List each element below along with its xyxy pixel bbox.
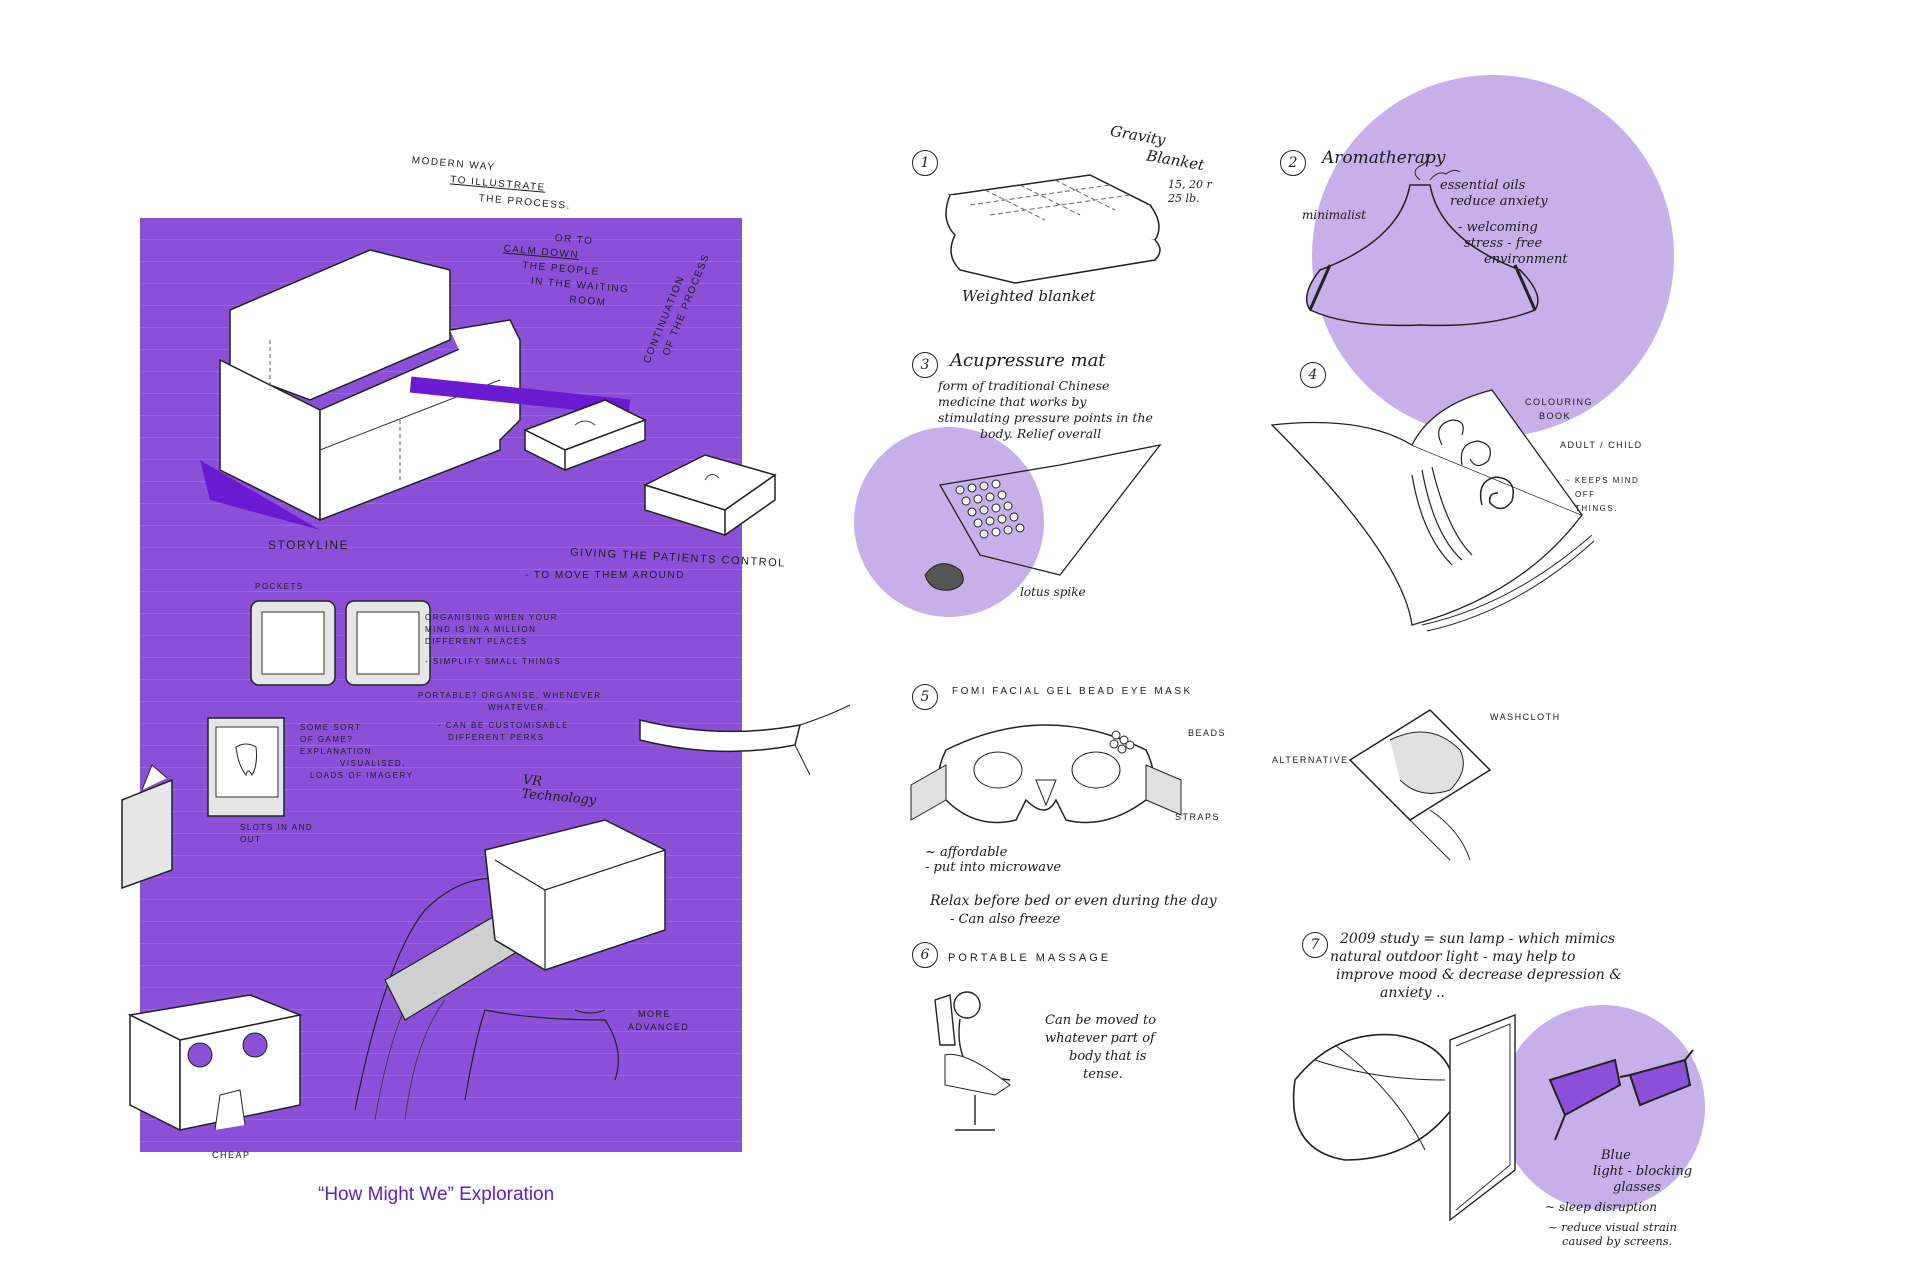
note-organising-2: MIND IS IN A MILLION [425,625,537,634]
item-number-1: 1 [912,150,938,176]
reduce-anxiety-label: reduce anxiety [1450,194,1548,209]
acupressure-mat-sketch-icon [920,445,1165,605]
beads-label: BEADS [1188,728,1227,738]
moved-label-3: body that is [1069,1049,1147,1064]
footstool-sketch-icon [515,390,655,500]
welcoming-label: - welcoming [1458,220,1538,235]
note-storyline: STORYLINE [268,538,350,552]
light-blocking-label: light - blocking [1593,1164,1693,1179]
tooth-card-sketch-icon [198,715,288,820]
acupressure-desc-1: form of traditional Chinese [938,378,1110,393]
note-slots-2: OUT [240,835,262,844]
note-pockets: POCKETS [255,582,304,591]
adult-child-label: ADULT / CHILD [1560,440,1643,450]
microwave-label: - put into microwave [925,860,1062,875]
sleep-disruption-label: ~ sleep disruption [1545,1200,1658,1214]
note-advanced: ADVANCED [628,1022,690,1032]
highlight-circle-glasses [1500,1005,1705,1210]
note-simplify: - SIMPLIFY SMALL THINGS [425,657,562,666]
item-number-5: 5 [912,684,938,710]
book-label: BOOK [1539,411,1572,421]
massage-chair-sketch-icon [915,985,1035,1135]
essential-oils-label: essential oils [1440,178,1526,193]
environment-label: environment [1484,252,1568,267]
freeze-label: - Can also freeze [950,912,1061,927]
relax-label: Relax before bed or even during the day [930,893,1217,909]
blanket-weights-1: 15, 20 r [1168,178,1212,191]
washcloth-sketch-icon [1340,700,1515,865]
washcloth-label: WASHCLOTH [1490,712,1561,722]
weighted-blanket-label: Weighted blanket [962,287,1096,305]
straps-label: STRAPS [1175,812,1221,822]
vr-headset-sketch-icon [345,800,695,1130]
colouring-label: COLOURING [1525,397,1594,407]
screens-label: caused by screens. [1562,1234,1673,1248]
study-line-1: 2009 study = sun lamp - which mimics [1340,931,1616,947]
note-customisable-2: DIFFERENT PERKS [448,733,545,742]
note-more: MORE [638,1009,671,1019]
note-slots-1: SLOTS IN AND [240,823,314,832]
pocket-sketch-icon-2 [343,598,433,688]
note-organising-1: ORGANISING WHEN YOUR [425,613,558,622]
blue-label: Blue [1601,1148,1631,1163]
note-customisable-1: - CAN BE CUSTOMISABLE [438,721,569,730]
pocket-sketch-icon [248,598,338,688]
minimalist-label: minimalist [1302,208,1366,222]
off-label: OFF [1575,490,1596,499]
note-some-sort-2: OF GAME? [300,735,354,744]
blue-light-glasses-sketch-icon [1545,1055,1695,1145]
note-visualised-1: VISUALISED, [340,759,406,768]
acupressure-desc-3: stimulating pressure points in the [938,410,1153,425]
item-number-2: 2 [1280,150,1306,176]
visual-strain-label: ~ reduce visual strain [1548,1220,1677,1234]
affordable-label: ~ affordable [925,845,1008,860]
study-line-3: improve mood & decrease depression & [1336,967,1622,983]
study-line-4: anxiety .. [1380,985,1445,1001]
glasses-label: glasses [1613,1180,1661,1195]
sofa-sketch-icon [200,230,530,530]
item-number-7: 7 [1302,932,1328,958]
footstool-sketch-icon-2 [635,440,785,550]
aromatherapy-label: Aromatherapy [1322,148,1446,168]
card-holder-sketch-icon [112,770,182,890]
stress-free-label: stress - free [1464,236,1543,251]
acupressure-desc-4: body. Relief overall [980,426,1102,441]
moved-label-1: Can be moved to [1045,1013,1157,1028]
note-portable-1: PORTABLE? ORGANISE, WHENEVER [418,691,602,700]
blanket-weights-2: 25 lb. [1168,192,1200,205]
note-portable-2: WHATEVER. [488,703,549,712]
exploration-caption: “How Might We” Exploration [318,1184,555,1205]
acupressure-label: Acupressure mat [950,350,1106,371]
weighted-blanket-sketch-icon [940,165,1170,285]
note-organising-3: DIFFERENT PLACES [425,637,528,646]
things-label: THINGS. [1575,504,1618,513]
portable-massage-label: PORTABLE MASSAGE [948,952,1112,964]
alternative-label: ALTERNATIVE [1272,755,1349,765]
note-some-sort-1: SOME SORT [300,723,362,732]
note-some-sort-3: EXPLANATION [300,747,372,756]
note-visualised-2: LOADS OF IMAGERY [310,771,414,780]
sun-lamp-sketch-icon [1275,1020,1465,1170]
keeps-mind-label: ~ KEEPS MIND [1565,476,1640,485]
eye-mask-sketch-icon [906,710,1186,845]
eye-mask-title: FOMI FACIAL GEL BEAD EYE MASK [952,686,1193,697]
lotus-spike-label: lotus spike [1020,585,1086,599]
moved-label-2: whatever part of [1045,1031,1155,1046]
note-cheap: CHEAP [212,1150,251,1160]
acupressure-desc-2: medicine that works by [938,394,1087,409]
item-number-6: 6 [912,942,938,968]
headband-sketch-icon [635,700,855,780]
item-number-4: 4 [1300,362,1326,388]
moved-label-4: tense. [1083,1067,1123,1082]
diffuser-sketch-icon [1290,160,1550,340]
note-move-around: - TO MOVE THEM AROUND [525,570,685,581]
cardboard-vr-sketch-icon [120,985,310,1135]
colouring-book-sketch-icon [1262,385,1602,635]
tablet-sketch-icon [1440,1010,1520,1230]
item-number-3: 3 [912,352,938,378]
study-line-2: natural outdoor light - may help to [1330,949,1576,965]
